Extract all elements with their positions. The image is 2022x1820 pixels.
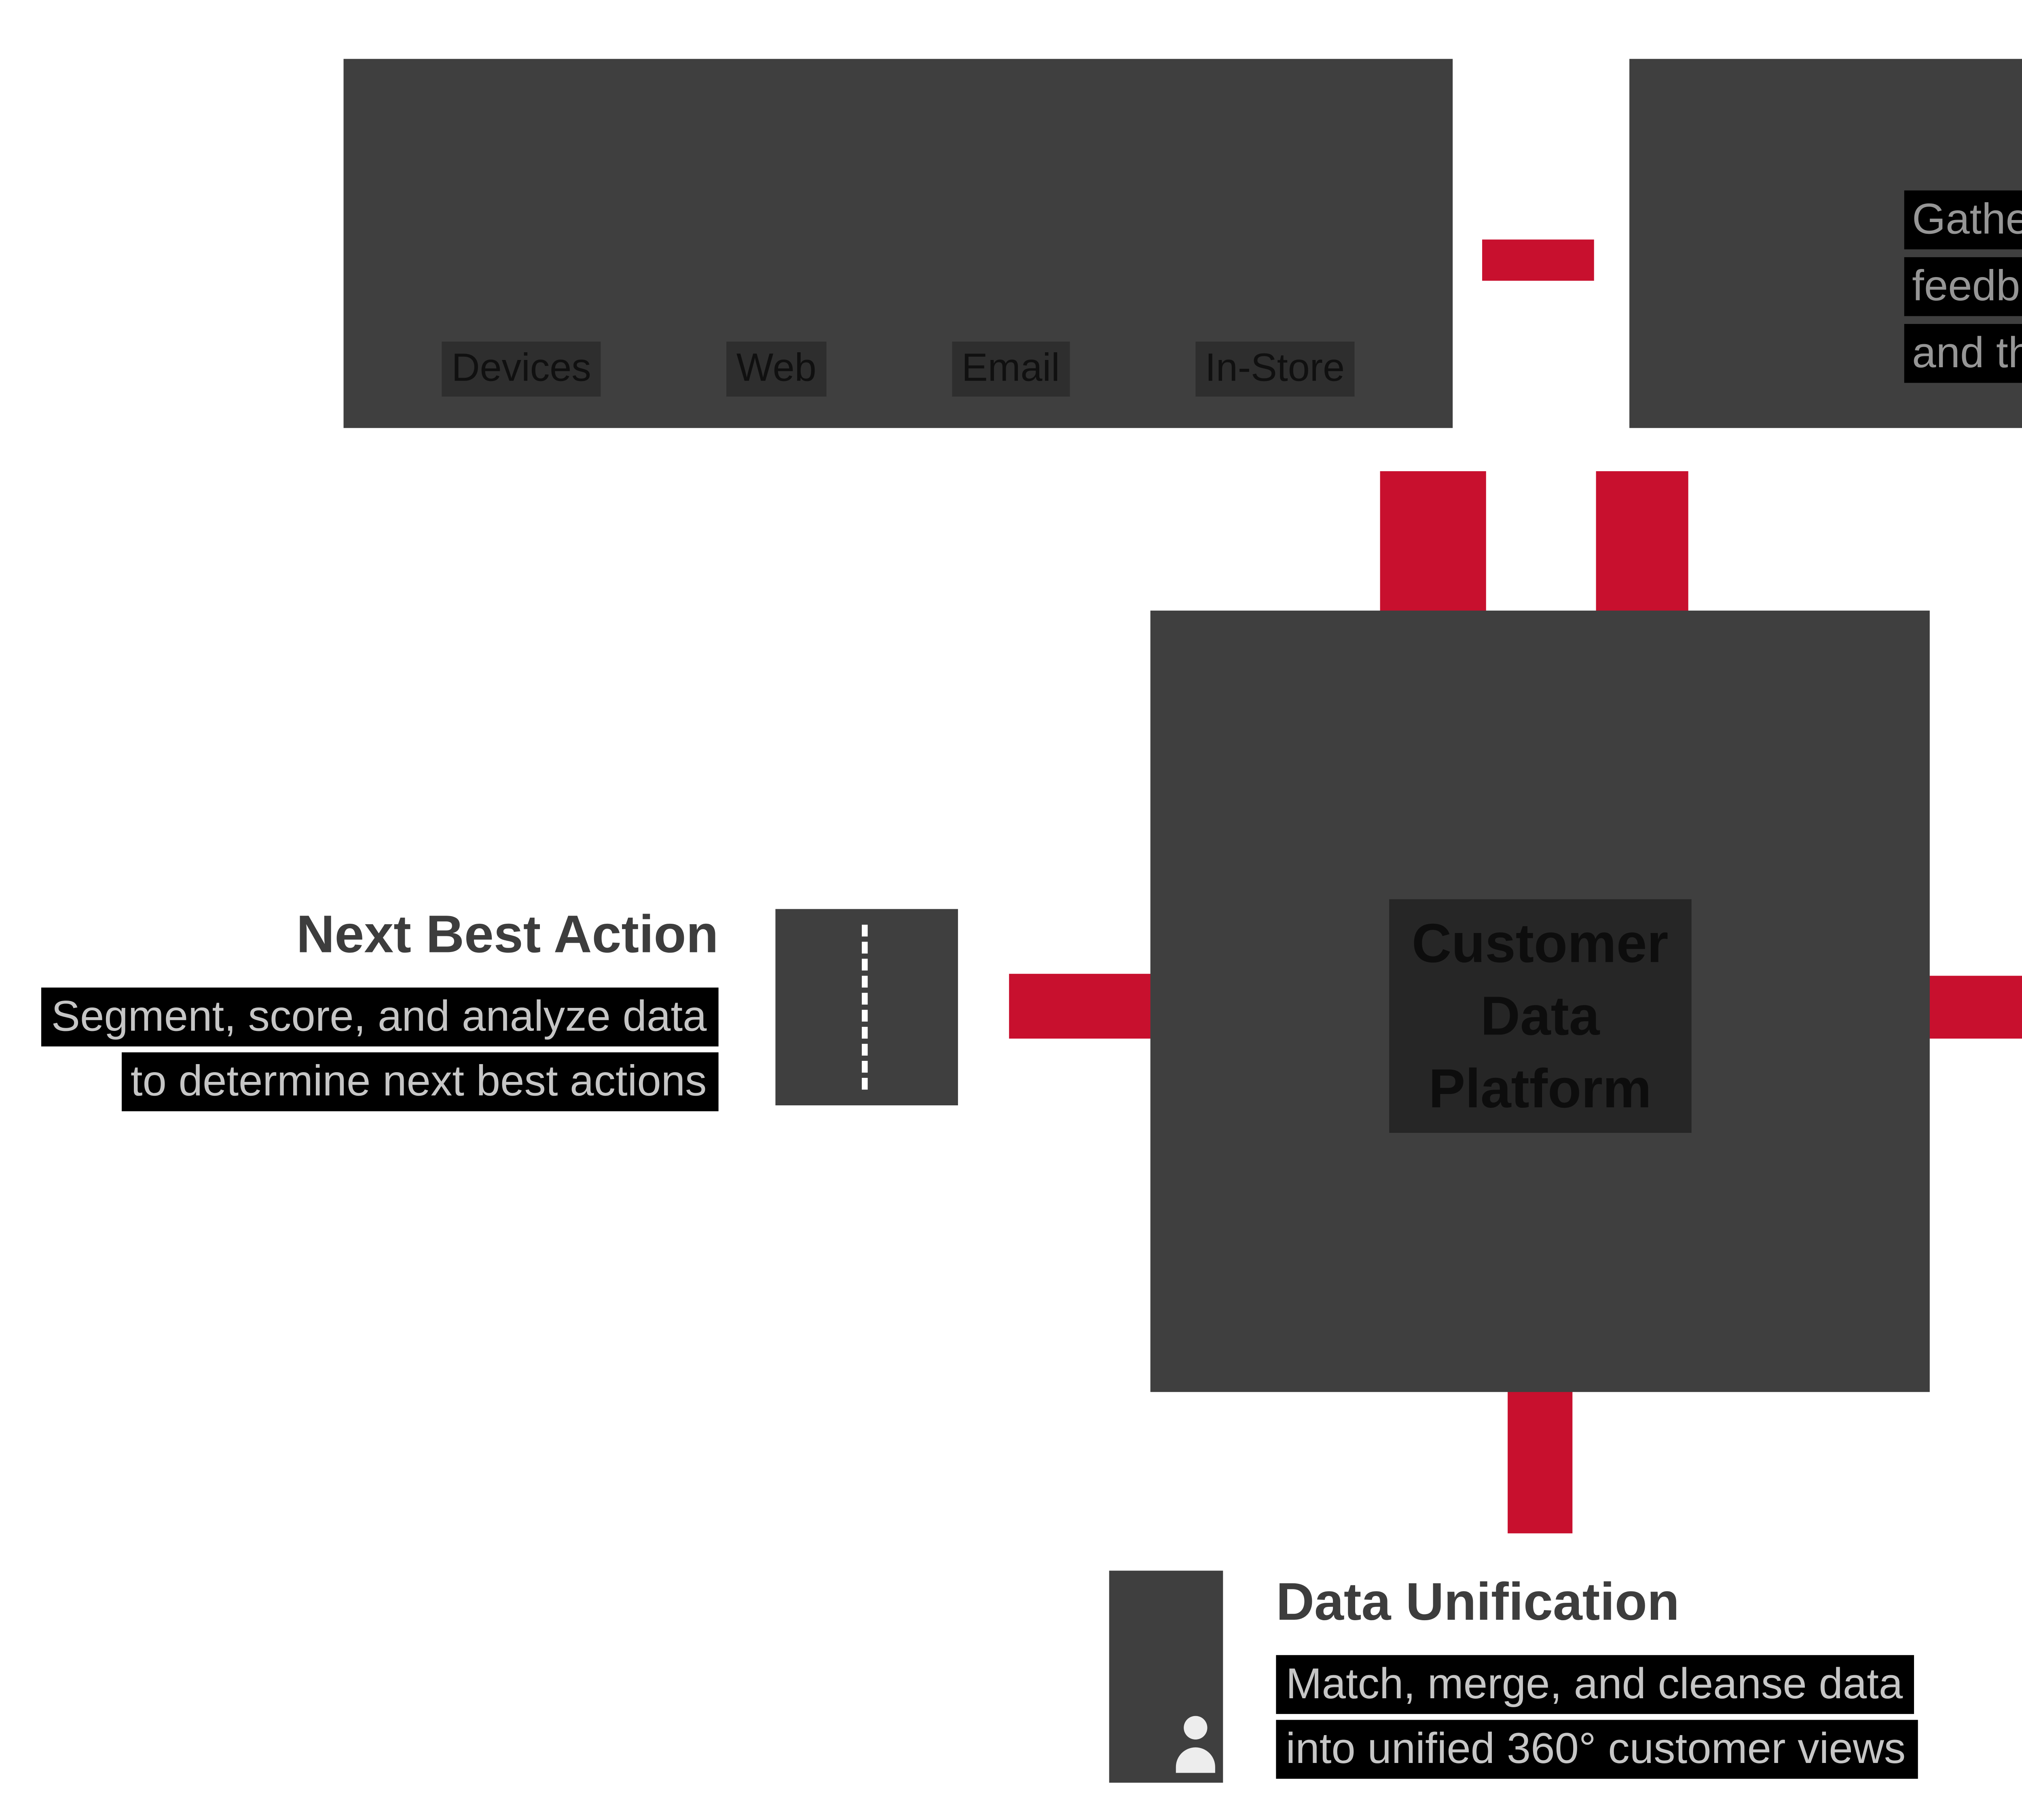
touchpoint-label-devices: Devices (442, 341, 601, 397)
touchpoint-label-in-store: In-Store (1195, 341, 1355, 397)
person-icon (1176, 1747, 1215, 1773)
gather-note-line: Gather customer data and (1904, 188, 2022, 255)
node-desc-line: Match, merge, and cleanse data (1276, 1655, 2022, 1720)
gather-note: Gather customer data and feedback across… (1904, 188, 2022, 389)
touchpoint-label-row: Devices Web Email In-Store (442, 341, 1355, 397)
next-best-action-block: Next Best Action Segment, score, and ana… (0, 905, 719, 1117)
touchpoints-box: Devices Web Email In-Store (343, 59, 1453, 428)
next-best-action-icon-box (775, 909, 958, 1106)
platform-title: Customer Data Platform (1388, 899, 1692, 1133)
touchpoint-label-email: Email (952, 341, 1070, 397)
next-best-action-title: Next Best Action (296, 905, 719, 964)
customer-data-platform-box: Customer Data Platform (1150, 610, 1930, 1392)
connector-top-vertical-left (1380, 471, 1486, 633)
gauge-icon (862, 925, 868, 1090)
data-unification-block: Data Unification Match, merge, and clean… (1276, 1572, 2022, 1784)
data-unification-title: Data Unification (1276, 1572, 1680, 1632)
data-unification-icon-box (1109, 1570, 1223, 1783)
node-desc-line: Segment, score, and analyze data (0, 987, 719, 1052)
node-desc-line: into unified 360° customer views (1276, 1720, 2022, 1784)
touchpoint-label-web: Web (726, 341, 827, 397)
gather-note-line: feedback across various touchpoints (1904, 255, 2022, 322)
gather-box: Gather customer data and feedback across… (1629, 59, 2022, 428)
node-desc-line: to determine next best actions (0, 1052, 719, 1117)
person-icon (1184, 1716, 1208, 1740)
connector-top-horizontal (1482, 239, 1594, 281)
gather-note-line: and third-party data providers (1904, 322, 2022, 389)
connector-top-vertical-right (1596, 471, 1688, 633)
